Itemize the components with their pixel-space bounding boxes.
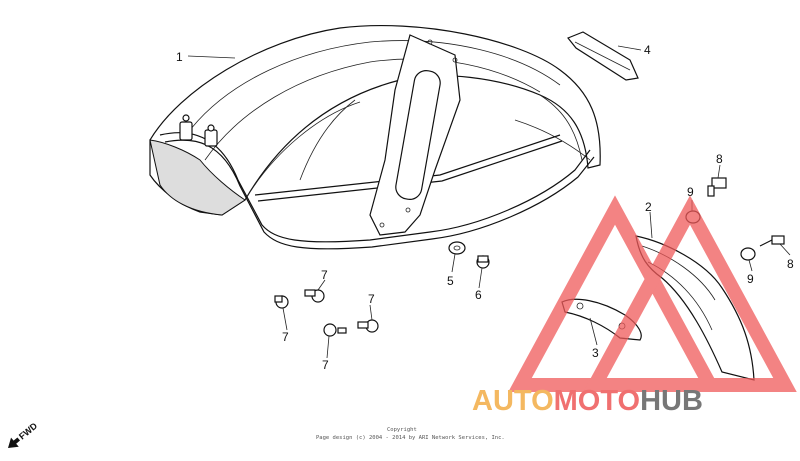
callout-8b: 8 [787,257,794,271]
front-fender [149,24,601,216]
watermark-hub: HUB [640,385,703,417]
callout-1: 1 [176,50,183,64]
callout-2: 2 [645,200,652,214]
callout-7b: 7 [282,330,289,344]
leader-lines [187,45,791,359]
fwd-indicator: FWD [8,420,40,448]
watermark-text: AUTOMOTOHUB [472,385,703,417]
center-bracket [369,34,461,236]
callout-8a: 8 [716,152,723,166]
callout-7d: 7 [322,358,329,372]
callout-7c: 7 [368,292,375,306]
copyright-line1: Copyright [387,427,417,433]
fwd-arrow-icon [8,437,21,448]
callout-6: 6 [475,288,482,302]
emblem-bar [567,31,639,81]
callout-9b: 9 [747,272,754,286]
fwd-label: FWD [17,420,40,441]
callout-5: 5 [447,274,454,288]
callout-4: 4 [644,43,651,57]
callouts: 1 2 3 4 5 6 7 7 7 7 8 8 9 9 [176,43,794,372]
callout-3: 3 [592,346,599,360]
watermark-moto: MOTO [554,385,640,417]
callout-7a: 7 [321,268,328,282]
watermark-logo-icon [508,195,797,392]
callout-9a: 9 [687,185,694,199]
copyright-line2: Page design (c) 2004 - 2014 by ARI Netwo… [316,435,505,441]
fender-stay [159,114,595,250]
watermark-auto: AUTO [472,385,554,417]
